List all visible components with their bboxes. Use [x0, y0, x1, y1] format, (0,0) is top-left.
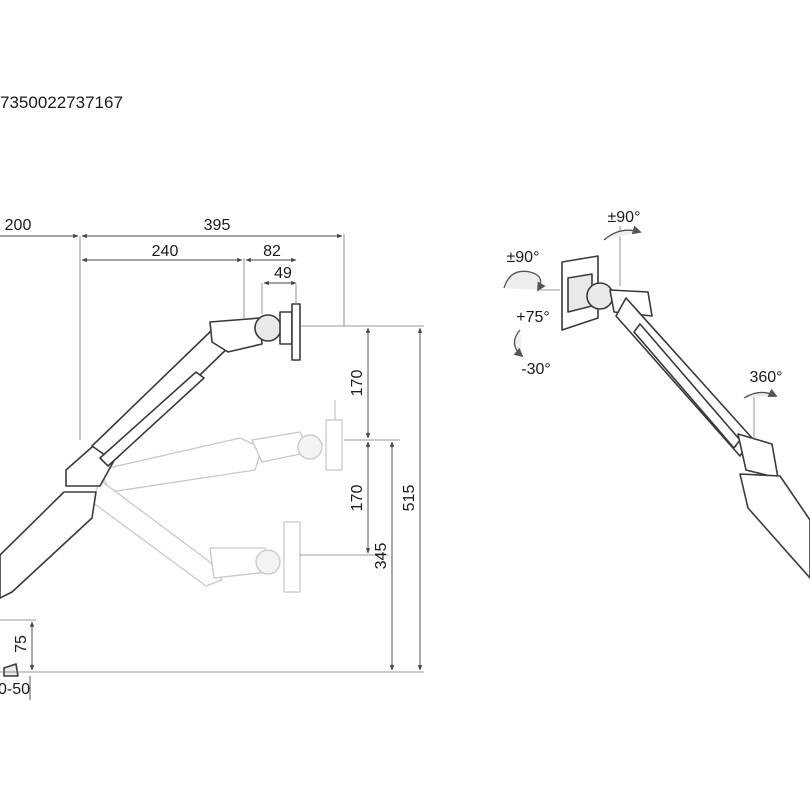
swivel-arrow-icon	[603, 225, 642, 241]
upper-arm	[91, 284, 301, 467]
base-rotation-arrow-icon	[743, 388, 778, 399]
dim-reach-total: 395	[204, 217, 231, 234]
dim-head-depth: 82	[263, 243, 281, 260]
ghost-arm-middle	[99, 400, 343, 493]
dim-plate-depth: 49	[274, 265, 292, 282]
dim-max-height: 515	[401, 485, 418, 512]
dim-arm-length: 240	[152, 243, 179, 260]
tilt-view: ±90° ±90° +75° -30° 360°	[503, 209, 810, 579]
product-code: 7350022737167	[0, 93, 123, 112]
dimension-lines	[0, 233, 423, 700]
dim-low-height: 345	[373, 543, 390, 570]
ghost-arm-lower	[91, 479, 301, 593]
label-swivel-top: ±90°	[608, 209, 641, 226]
dim-clamp-range: 0-50	[0, 681, 30, 698]
label-tilt-down: -30°	[521, 361, 551, 378]
dim-pole-height: 75	[13, 635, 30, 653]
dim-upper-step: 170	[349, 370, 366, 397]
label-base-rotation: 360°	[749, 369, 782, 386]
label-rotate-side: ±90°	[507, 249, 540, 266]
tilt-lower-arm	[739, 473, 810, 579]
dim-lower-step: 170	[349, 485, 366, 512]
vesa-plate	[291, 303, 301, 361]
tilt-arrow-icon	[513, 329, 524, 358]
dim-base-offset: 200	[5, 217, 32, 234]
rotate-arrow-icon	[503, 270, 546, 292]
extension-lines	[0, 234, 424, 673]
label-tilt-up: +75°	[516, 309, 550, 326]
side-view: 200 395 240 82 49 170 170 345 515 75 0-5…	[0, 217, 424, 700]
